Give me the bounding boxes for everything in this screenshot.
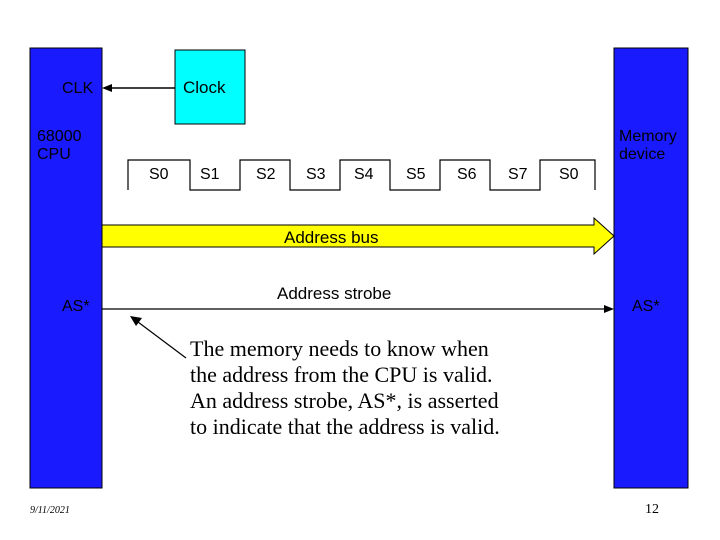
- address-bus-label: Address bus: [284, 228, 379, 247]
- timing-state-s3: S3: [306, 166, 326, 183]
- timing-state-s2: S2: [256, 166, 276, 183]
- clk-arrowhead: [102, 84, 112, 92]
- explanation-line: the address from the CPU is valid.: [190, 362, 493, 387]
- address-strobe-label: Address strobe: [277, 284, 392, 303]
- timing-state-s7: S7: [508, 166, 528, 183]
- pointer-arrow-line: [137, 321, 187, 359]
- memory-name-line1: Memory: [619, 128, 677, 145]
- clock-box: [174, 49, 246, 125]
- memory-name-line2: device: [619, 146, 666, 163]
- timing-state-s1: S1: [200, 166, 220, 183]
- clock-waveform: [127, 159, 596, 191]
- explanation-line: to indicate that the address is valid.: [190, 414, 500, 439]
- memory-device-block: [613, 47, 689, 489]
- clock-label: Clock: [183, 78, 226, 97]
- cpu-name-line2: CPU: [37, 146, 71, 163]
- explanation-line: An address strobe, AS*, is asserted: [190, 388, 499, 413]
- cpu-as-label: AS*: [62, 298, 90, 315]
- address-bus-arrow: [101, 216, 615, 256]
- cpu-name-line1: 68000: [37, 128, 82, 145]
- timing-state-s4: S4: [354, 166, 374, 183]
- pointer-arrowhead: [130, 316, 142, 326]
- timing-state-s0: S0: [149, 166, 169, 183]
- explanation-line: The memory needs to know when: [190, 336, 489, 361]
- page-number: 12: [645, 502, 659, 517]
- explanation-text: The memory needs to know when the addres…: [190, 336, 590, 440]
- address-strobe-arrowhead: [604, 305, 614, 313]
- memory-as-label: AS*: [632, 298, 660, 315]
- timing-state-s0: S0: [559, 166, 579, 183]
- cpu-block: [29, 47, 103, 489]
- timing-state-s6: S6: [457, 166, 477, 183]
- timing-state-s5: S5: [406, 166, 426, 183]
- footer-date: 9/11/2021: [30, 505, 70, 516]
- cpu-clk-label: CLK: [62, 80, 94, 97]
